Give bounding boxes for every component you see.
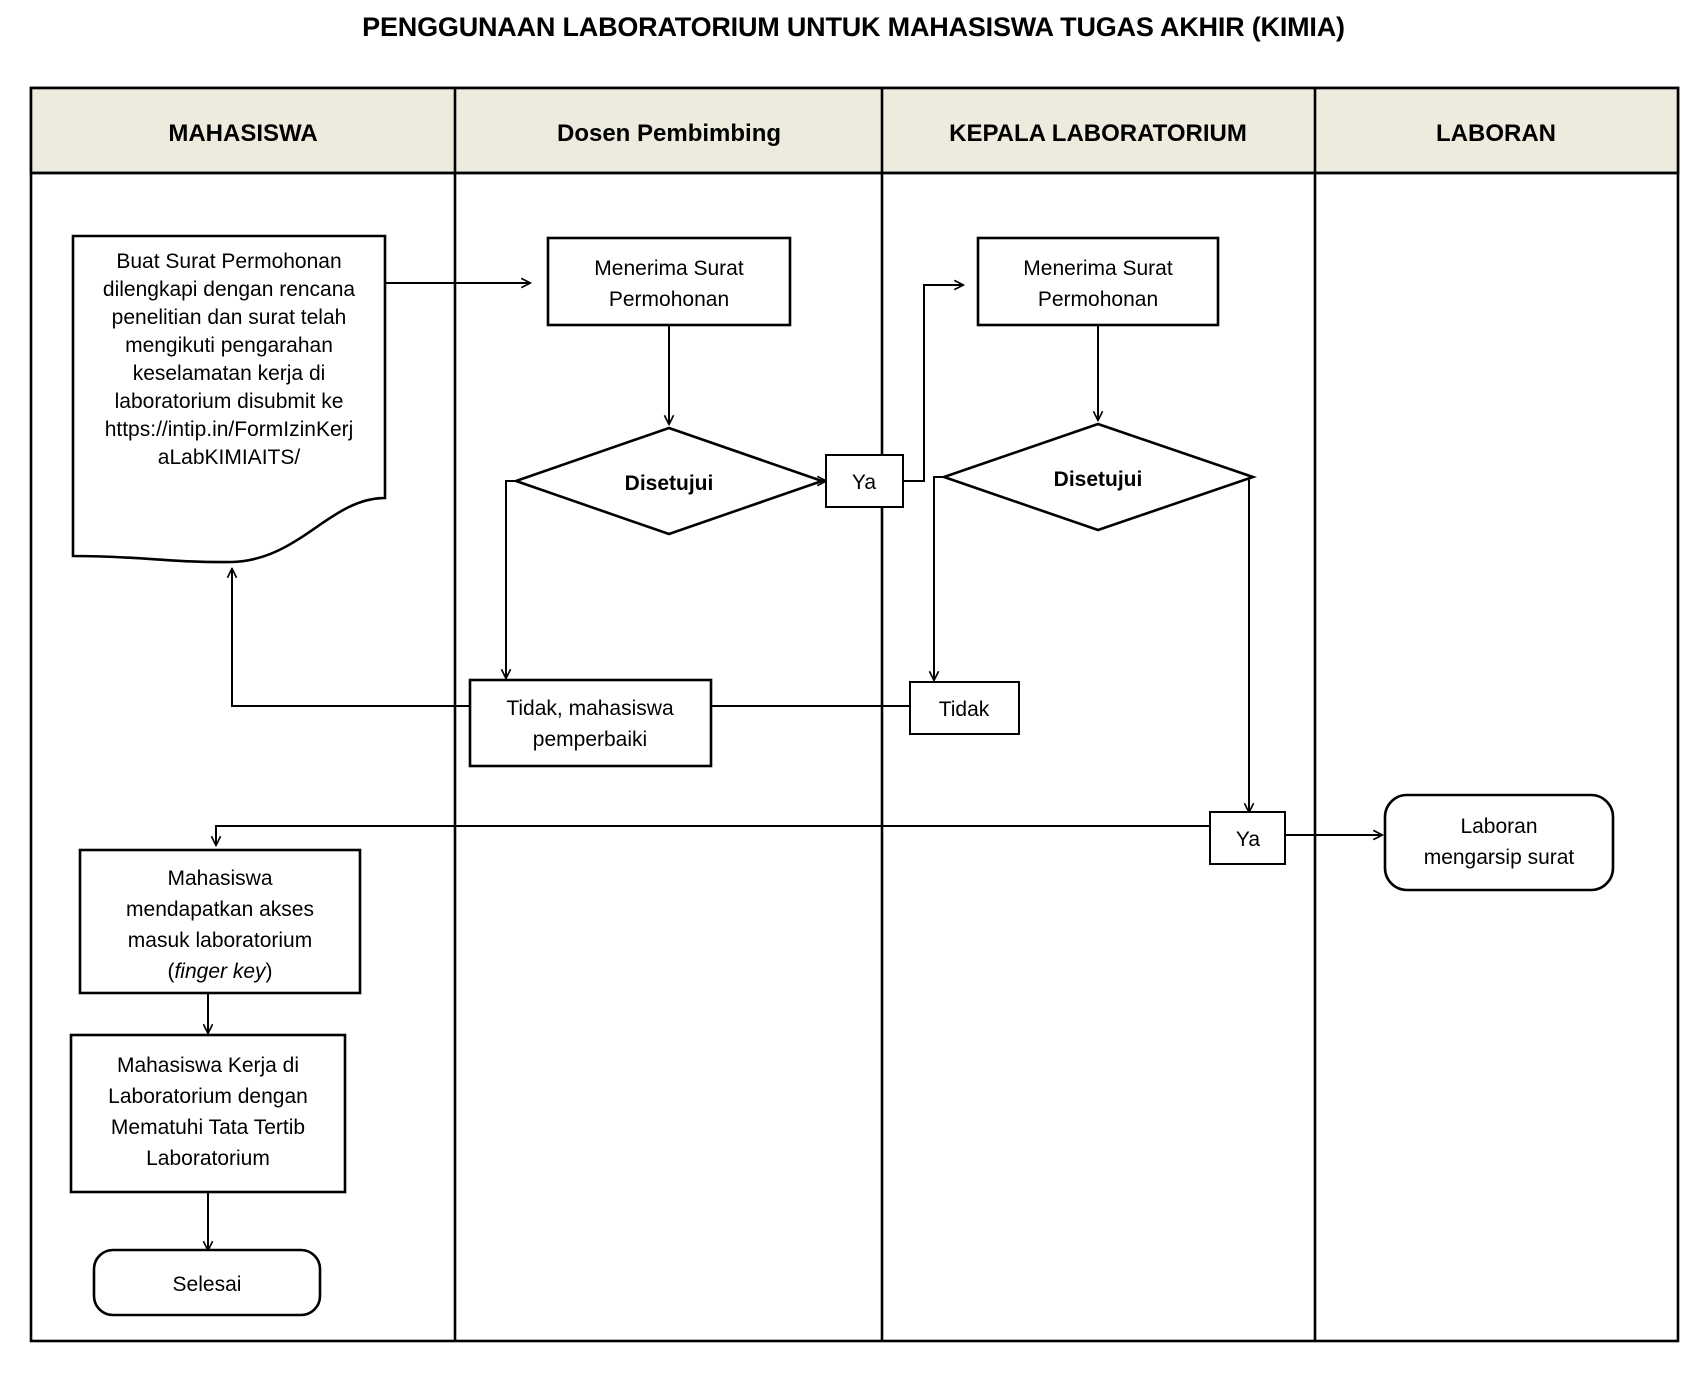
finger-key-italic: finger key bbox=[174, 960, 267, 983]
paren-open: ( bbox=[167, 960, 174, 983]
process-shape bbox=[468, 678, 713, 768]
connector-disetujui-kepala-no bbox=[934, 476, 944, 680]
lane-header-laboran: LABORAN bbox=[1436, 120, 1556, 147]
lane-header-dosen: Dosen Pembimbing bbox=[557, 120, 781, 147]
decision-shape bbox=[512, 426, 826, 536]
lane-header-label: Dosen Pembimbing bbox=[557, 120, 781, 147]
node-line: Mematuhi Tata Tertib bbox=[111, 1116, 305, 1139]
process-shape bbox=[78, 848, 362, 995]
lane-header-label: MAHASISWA bbox=[168, 120, 317, 147]
lane-header-kepala: KEPALA LABORATORIUM bbox=[949, 120, 1247, 147]
connector-disetujui-dosen-no bbox=[506, 480, 516, 678]
node-line: Laboratorium dengan bbox=[108, 1085, 308, 1108]
node-line: Menerima Surat bbox=[594, 257, 744, 280]
lane-header-mahasiswa: MAHASISWA bbox=[168, 120, 317, 147]
node-line: Buat Surat Permohonan bbox=[116, 250, 341, 273]
node-line: https://intip.in/FormIzinKerj bbox=[105, 418, 354, 441]
node-tidak-mahasiswa-pemperbaiki[interactable]: Tidak, mahasiswa pemperbaiki bbox=[468, 678, 713, 768]
node-line: Laboratorium bbox=[146, 1147, 270, 1170]
node-line: Disetujui bbox=[625, 472, 714, 495]
node-line: dilengkapi dengan rencana bbox=[103, 278, 356, 301]
lane-header-label: KEPALA LABORATORIUM bbox=[949, 120, 1247, 147]
lane-header-band bbox=[29, 86, 1680, 175]
node-line: Laboran bbox=[1460, 815, 1537, 838]
node-line: mendapatkan akses bbox=[126, 898, 314, 921]
node-disetujui-kepala[interactable]: Disetujui bbox=[940, 422, 1258, 532]
node-line: mengarsip surat bbox=[1424, 846, 1575, 869]
lane-header-label: LABORAN bbox=[1436, 120, 1556, 147]
swimlane-frame bbox=[29, 86, 1680, 1343]
node-line: Mahasiswa bbox=[167, 867, 272, 890]
process-shape bbox=[69, 1033, 347, 1194]
node-line: Selesai bbox=[173, 1273, 242, 1296]
node-line: Disetujui bbox=[1054, 468, 1143, 491]
node-buat-surat-permohonan[interactable]: Buat Surat Permohonan dilengkapi dengan … bbox=[71, 234, 387, 564]
node-line: Tidak bbox=[939, 698, 990, 721]
label-box-shape bbox=[1209, 811, 1286, 865]
node-ya-kepala[interactable]: Ya bbox=[1209, 811, 1286, 865]
node-akses-masuk-laboratorium[interactable]: Mahasiswa mendapatkan akses masuk labora… bbox=[78, 848, 362, 995]
node-line: Menerima Surat bbox=[1023, 257, 1173, 280]
node-line: Ya bbox=[852, 471, 876, 494]
page-title: PENGGUNAAN LABORATORIUM UNTUK MAHASISWA … bbox=[362, 12, 1345, 42]
node-line-finger-key: (finger key) bbox=[167, 960, 272, 983]
paren-close: ) bbox=[266, 960, 273, 983]
node-disetujui-dosen[interactable]: Disetujui bbox=[512, 426, 826, 536]
node-line: penelitian dan surat telah bbox=[112, 306, 347, 329]
node-line: aLabKIMIAITS/ bbox=[158, 446, 301, 469]
node-line: Permohonan bbox=[609, 288, 729, 311]
node-selesai[interactable]: Selesai bbox=[92, 1248, 322, 1317]
node-line: mengikuti pengarahan bbox=[125, 334, 333, 357]
connector-tidak-dosen-back-to-buat bbox=[232, 569, 470, 707]
label-box-shape bbox=[825, 454, 904, 508]
decision-shape bbox=[940, 422, 1258, 532]
node-line: pemperbaiki bbox=[533, 728, 647, 751]
process-shape bbox=[546, 236, 792, 327]
node-menerima-surat-kepala[interactable]: Menerima Surat Permohonan bbox=[976, 236, 1220, 327]
terminator-shape bbox=[1383, 793, 1615, 892]
node-ya-dosen[interactable]: Ya bbox=[825, 454, 904, 508]
node-line: Permohonan bbox=[1038, 288, 1158, 311]
label-box-shape bbox=[909, 681, 1020, 735]
document-shape bbox=[71, 234, 387, 564]
connector-ya-kepala-to-akses bbox=[216, 825, 1210, 845]
node-line: keselamatan kerja di bbox=[133, 362, 326, 385]
connector-ya-dosen-to-terima-kepala bbox=[903, 285, 963, 482]
node-kerja-di-laboratorium[interactable]: Mahasiswa Kerja di Laboratorium dengan M… bbox=[69, 1033, 347, 1194]
node-menerima-surat-dosen[interactable]: Menerima Surat Permohonan bbox=[546, 236, 792, 327]
terminator-shape bbox=[92, 1248, 322, 1317]
node-tidak-kepala[interactable]: Tidak bbox=[909, 681, 1020, 735]
node-line: laboratorium disubmit ke bbox=[115, 390, 344, 413]
node-line: Mahasiswa Kerja di bbox=[117, 1054, 299, 1077]
connector-disetujui-kepala-yes bbox=[1249, 476, 1253, 812]
node-laboran-mengarsip-surat[interactable]: Laboran mengarsip surat bbox=[1383, 793, 1615, 892]
process-shape bbox=[976, 236, 1220, 327]
node-line: Ya bbox=[1236, 828, 1260, 851]
node-line: masuk laboratorium bbox=[128, 929, 312, 952]
node-line: Tidak, mahasiswa bbox=[506, 697, 674, 720]
